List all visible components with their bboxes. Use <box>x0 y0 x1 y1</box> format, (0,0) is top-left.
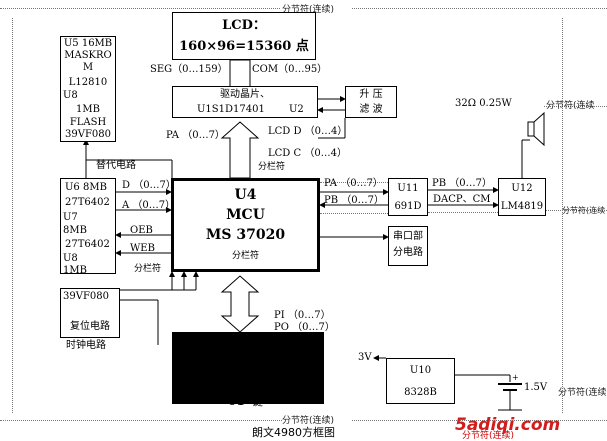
seg-label: SEG（0…159） <box>150 64 228 75</box>
u6-line6: U8 <box>63 253 78 264</box>
u12-amp-block: U12 LM4819 <box>498 178 546 216</box>
web-label: WEB <box>130 243 155 254</box>
flash2-label: 39VF080 <box>63 291 109 302</box>
speaker-spec: 32Ω 0.25W <box>455 98 512 109</box>
u12-part: LM4819 <box>500 201 544 212</box>
u6-line5: 27T6402 <box>65 239 110 250</box>
section-break-bottom: 分节符(连续) <box>282 416 335 426</box>
serial-line1: 串口部 <box>393 231 423 242</box>
u10-ref: U10 <box>409 365 432 376</box>
mcu-label: MCU <box>226 207 265 223</box>
column-break-mcu: 分栏符 <box>231 251 259 261</box>
section-break-line-right2 <box>544 210 607 211</box>
keypad-block <box>172 332 324 404</box>
po-label: PO （0…7） <box>274 322 335 333</box>
right-margin-dotted <box>562 18 563 413</box>
u5-line4: L12810 <box>68 77 108 88</box>
pa-label: PA （0…7） <box>324 178 383 189</box>
keypad-label: 键 <box>252 395 263 408</box>
battery-plus: + <box>512 373 519 382</box>
u5-line3: M <box>82 62 94 73</box>
replace-circuit-label: 替代电路 <box>96 160 136 171</box>
pa-up-label: PA （0…7） <box>166 130 225 141</box>
column-break-driver: 分栏符 <box>258 162 286 172</box>
dotted-pa-line <box>320 182 390 183</box>
u11-block: U11 691D <box>388 178 428 216</box>
section-break-right1: 分节符(连续 <box>546 101 595 111</box>
keypad-prefix: 01 <box>228 394 245 408</box>
pa-bus-arrow <box>220 121 260 179</box>
serial-port-block: 串口部 分电路 <box>388 226 428 266</box>
section-break-top: 分节符(连续) <box>282 5 335 15</box>
column-break-u6: 分栏符 <box>134 264 162 274</box>
driver-line2: U1S1D17401 <box>197 104 265 115</box>
u11-ref: U11 <box>397 183 419 194</box>
u6-line4: 8MB <box>63 225 87 236</box>
u12-ref: U12 <box>511 183 533 194</box>
dotted-dacp-line <box>428 212 500 213</box>
section-break-bottom2: 分节符(连续) <box>558 388 607 398</box>
u5-line7: FLASH <box>69 117 107 128</box>
speaker-icon <box>527 111 545 147</box>
dotted-pb-line <box>320 213 390 214</box>
u10-regulator-block: U10 8328B <box>386 358 455 404</box>
pi-label: PI （0…7） <box>274 310 331 321</box>
u6-line7: 1MB <box>63 265 87 276</box>
boost-line2: 滤 波 <box>359 104 383 115</box>
section-break-line-top-left <box>0 8 280 9</box>
u6-line3: U7 <box>63 212 78 223</box>
3v-label: 3V <box>358 352 372 363</box>
lcd-resolution: 160×96=15360 点 <box>179 39 309 54</box>
lcd-c-label: LCD C （0…4） <box>268 148 348 159</box>
watermark: 5adiqi.com <box>455 415 561 435</box>
pb-label: PB （0…7） <box>324 195 384 206</box>
oeb-label: OEB <box>130 225 153 236</box>
u11-part: 691D <box>394 201 422 212</box>
lcd-block: LCD： 160×96=15360 点 <box>172 12 316 60</box>
boost-line1: 升 压 <box>359 89 383 100</box>
lcd-d-label: LCD D （0…4） <box>268 126 348 137</box>
lcd-driver-block: 驱动晶片、 U1S1D17401 U2 <box>172 86 318 118</box>
mcu-ref: U4 <box>234 187 257 203</box>
battery-voltage-label: 1.5V <box>524 382 548 393</box>
u5-line8: 39VF080 <box>65 129 111 140</box>
u5-line6: 1MB <box>76 104 100 115</box>
mcu-block: U4 MCU MS 37020 分栏符 <box>171 178 320 272</box>
mcu-part: MS 37020 <box>205 227 286 243</box>
pi-po-bus-arrow <box>220 275 260 333</box>
driver-line3: U2 <box>289 104 304 115</box>
section-break-line-top-right <box>352 8 607 9</box>
u6-u7-u8-block: U6 8MB 27T6402 U7 8MB 27T6402 U8 1MB <box>60 178 116 276</box>
reset-flash-block: 39VF080 复位电路 <box>60 288 120 338</box>
section-break-line-bottom-right <box>352 420 607 421</box>
u10-part: 8328B <box>404 387 437 398</box>
pb2-label: PB （0…7） <box>432 178 492 189</box>
dacp-label: DACP、CM <box>433 194 491 205</box>
u5-line2: MASKRO <box>64 50 112 61</box>
left-margin-dotted <box>12 18 13 413</box>
section-break-right2: 分节符(连续 <box>562 206 606 215</box>
u6-line2: 27T6402 <box>65 197 110 208</box>
clock-circuit-label: 时钟电路 <box>66 340 106 351</box>
u5-memory-block: U5 16MB MASKRO M L12810 U8 1MB FLASH 39V… <box>60 36 116 142</box>
reset-label: 复位电路 <box>70 321 110 332</box>
d-bus-label: D （0…7） <box>122 180 176 191</box>
u5-line5: U8 <box>63 90 78 101</box>
serial-line2: 分电路 <box>393 247 423 258</box>
boost-filter-block: 升 压 滤 波 <box>345 86 397 118</box>
u5-line1: U5 16MB <box>63 38 113 49</box>
u6-line1: U6 8MB <box>65 182 107 193</box>
diagram-caption: 朗文4980方框图 <box>252 426 335 439</box>
section-break-bottom-right: 分节符(连续) <box>462 431 515 441</box>
section-break-line-bottom <box>0 420 282 421</box>
section-break-line-right1 <box>544 106 607 107</box>
a-bus-label: A （0…7） <box>122 200 176 211</box>
driver-line1: 驱动晶片、 <box>220 89 270 100</box>
com-label: COM（0…95） <box>252 64 328 75</box>
lcd-title: LCD： <box>222 18 266 33</box>
